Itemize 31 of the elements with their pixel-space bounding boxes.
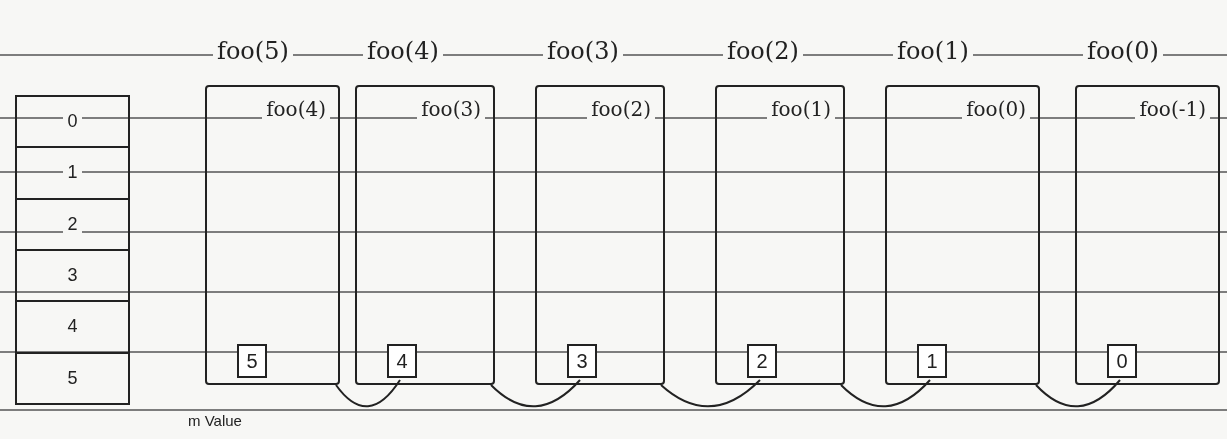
- stack-slot: 3: [17, 251, 128, 303]
- value-box: 3: [567, 344, 597, 378]
- value-box: 1: [917, 344, 947, 378]
- call-text: foo(2): [587, 99, 655, 119]
- call-heading: foo(4): [363, 39, 443, 63]
- return-curve: [840, 379, 931, 408]
- stack-slot: 0: [17, 97, 128, 149]
- stack-slot: 5: [17, 353, 128, 403]
- call-heading: foo(2): [723, 39, 803, 63]
- call-text: foo(3): [417, 99, 485, 119]
- call-text: foo(-1): [1135, 99, 1210, 119]
- stack-slot: 2: [17, 199, 128, 251]
- call-text: foo(4): [262, 99, 330, 119]
- return-curve: [1035, 379, 1121, 408]
- return-curve: [490, 379, 581, 408]
- call-text: foo(0): [962, 99, 1030, 119]
- stack-slot: 1: [17, 148, 128, 200]
- value-box: 5: [237, 344, 267, 378]
- call-text: foo(1): [767, 99, 835, 119]
- call-heading: foo(0): [1083, 39, 1163, 63]
- call-heading: foo(5): [213, 39, 293, 63]
- value-box: 4: [387, 344, 417, 378]
- call-heading: foo(3): [543, 39, 623, 63]
- call-heading: foo(1): [893, 39, 973, 63]
- stack-slot: 4: [17, 302, 128, 354]
- return-curve: [335, 379, 401, 408]
- note-text: m Value: [188, 413, 242, 428]
- value-box: 0: [1107, 344, 1137, 378]
- value-box: 2: [747, 344, 777, 378]
- return-curve: [660, 379, 761, 408]
- stack-column: [15, 95, 130, 405]
